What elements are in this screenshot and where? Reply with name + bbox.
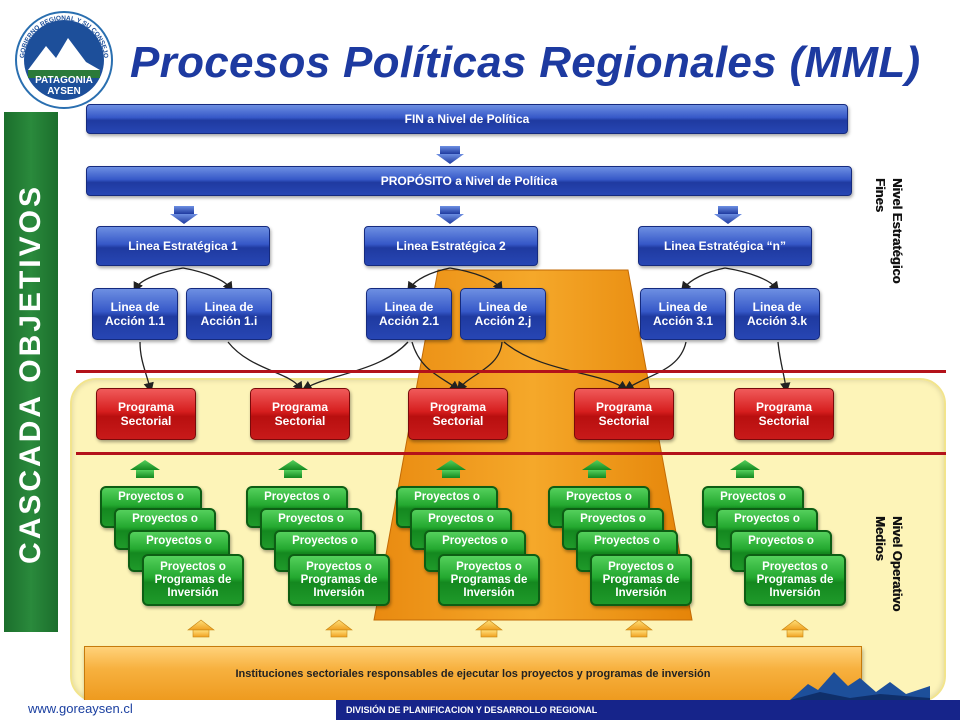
side-band	[4, 112, 58, 632]
proyecto-line: Programas de	[602, 573, 680, 586]
proyecto-line: Proyectos o	[762, 560, 828, 573]
linea-accion-id: Acción 3.1	[652, 314, 714, 328]
logo-line2: AYSEN	[47, 86, 81, 97]
nivel-operativo-title: Nivel Operativo	[890, 516, 905, 612]
gobierno-regional-logo: PATAGONIA AYSEN GOBIERNO REGIONAL Y SU C…	[15, 11, 113, 109]
proyecto-line: Programas de	[756, 573, 834, 586]
nivel-operativo-sub: Medios	[873, 516, 888, 561]
connector	[724, 267, 780, 293]
down-arrow	[170, 206, 198, 224]
proyecto-line: Programas de	[300, 573, 378, 586]
proyecto-line: Proyectos o	[306, 560, 372, 573]
programa-type: Sectorial	[758, 414, 810, 428]
linea-accion-id: Acción 2.1	[378, 314, 440, 328]
connector	[407, 267, 451, 293]
linea-accion-label: Linea de	[204, 300, 254, 314]
programa-type: Sectorial	[598, 414, 650, 428]
down-arrow	[436, 206, 464, 224]
proyecto-line: Inversión	[313, 586, 365, 599]
proyecto-line: Programas de	[154, 573, 232, 586]
programa-label: Programa	[117, 400, 175, 414]
linea-accion-label: Linea de	[478, 300, 528, 314]
page-title: Procesos Políticas Regionales (MML)	[130, 38, 921, 87]
proyecto-line: Inversión	[769, 586, 821, 599]
footer-division: DIVISIÓN DE PLANIFICACION Y DESARROLLO R…	[336, 700, 960, 720]
proyecto-line: Inversión	[615, 586, 667, 599]
linea-accion-label: Linea de	[384, 300, 434, 314]
side-label: CASCADA OBJETIVOS	[14, 184, 47, 564]
programa-label: Programa	[595, 400, 653, 414]
linea-estrategica-2: Linea Estratégica 2	[364, 226, 538, 266]
linea-accion-id: Acción 3.k	[746, 314, 808, 328]
linea-estrategica-n: Linea Estratégica “n”	[638, 226, 812, 266]
nivel-estrategico-sub: Fines	[873, 178, 888, 212]
linea-accion-id: Acción 1.i	[200, 314, 258, 328]
footer-left	[0, 700, 336, 720]
connector	[680, 267, 726, 293]
proyecto-line: Proyectos o	[608, 560, 674, 573]
mountain-decoration	[790, 672, 930, 700]
programa-label: Programa	[755, 400, 813, 414]
connector	[182, 267, 233, 293]
nivel-estrategico-title: Nivel Estratégico	[890, 178, 905, 284]
linea-estrategica-1: Linea Estratégica 1	[96, 226, 270, 266]
down-arrow	[714, 206, 742, 224]
proyecto-line: Inversión	[463, 586, 515, 599]
logo-line1: PATAGONIA	[35, 75, 93, 86]
connector	[133, 267, 184, 293]
nivel-operativo-label: Nivel Operativo Medios	[872, 516, 906, 646]
nivel-estrategico-label: Nivel Estratégico Fines	[872, 178, 906, 298]
linea-accion-id: Acción 1.1	[104, 314, 166, 328]
programa-label: Programa	[429, 400, 487, 414]
down-arrow	[436, 146, 464, 164]
proyecto-line: Inversión	[167, 586, 219, 599]
instituciones-text: Instituciones sectoriales responsables d…	[235, 668, 711, 680]
divider-line-top	[76, 370, 946, 373]
proposito-bar: PROPÓSITO a Nivel de Política	[86, 166, 852, 196]
programa-label: Programa	[271, 400, 329, 414]
proyecto-line: Proyectos o	[160, 560, 226, 573]
linea-accion-id: Acción 2.j	[474, 314, 532, 328]
divider-line-bottom	[76, 452, 946, 455]
fin-bar: FIN a Nivel de Política	[86, 104, 848, 134]
instituciones-bar: Instituciones sectoriales responsables d…	[84, 646, 862, 702]
proyecto-line: Programas de	[450, 573, 528, 586]
linea-accion-label: Linea de	[752, 300, 802, 314]
programa-type: Sectorial	[274, 414, 326, 428]
linea-accion-label: Linea de	[110, 300, 160, 314]
programa-type: Sectorial	[432, 414, 484, 428]
footer-url[interactable]: www.goreaysen.cl	[28, 701, 133, 716]
programa-type: Sectorial	[120, 414, 172, 428]
connector	[449, 267, 503, 293]
linea-accion-label: Linea de	[658, 300, 708, 314]
proyecto-line: Proyectos o	[456, 560, 522, 573]
footer-division-text: DIVISIÓN DE PLANIFICACION Y DESARROLLO R…	[346, 705, 598, 715]
